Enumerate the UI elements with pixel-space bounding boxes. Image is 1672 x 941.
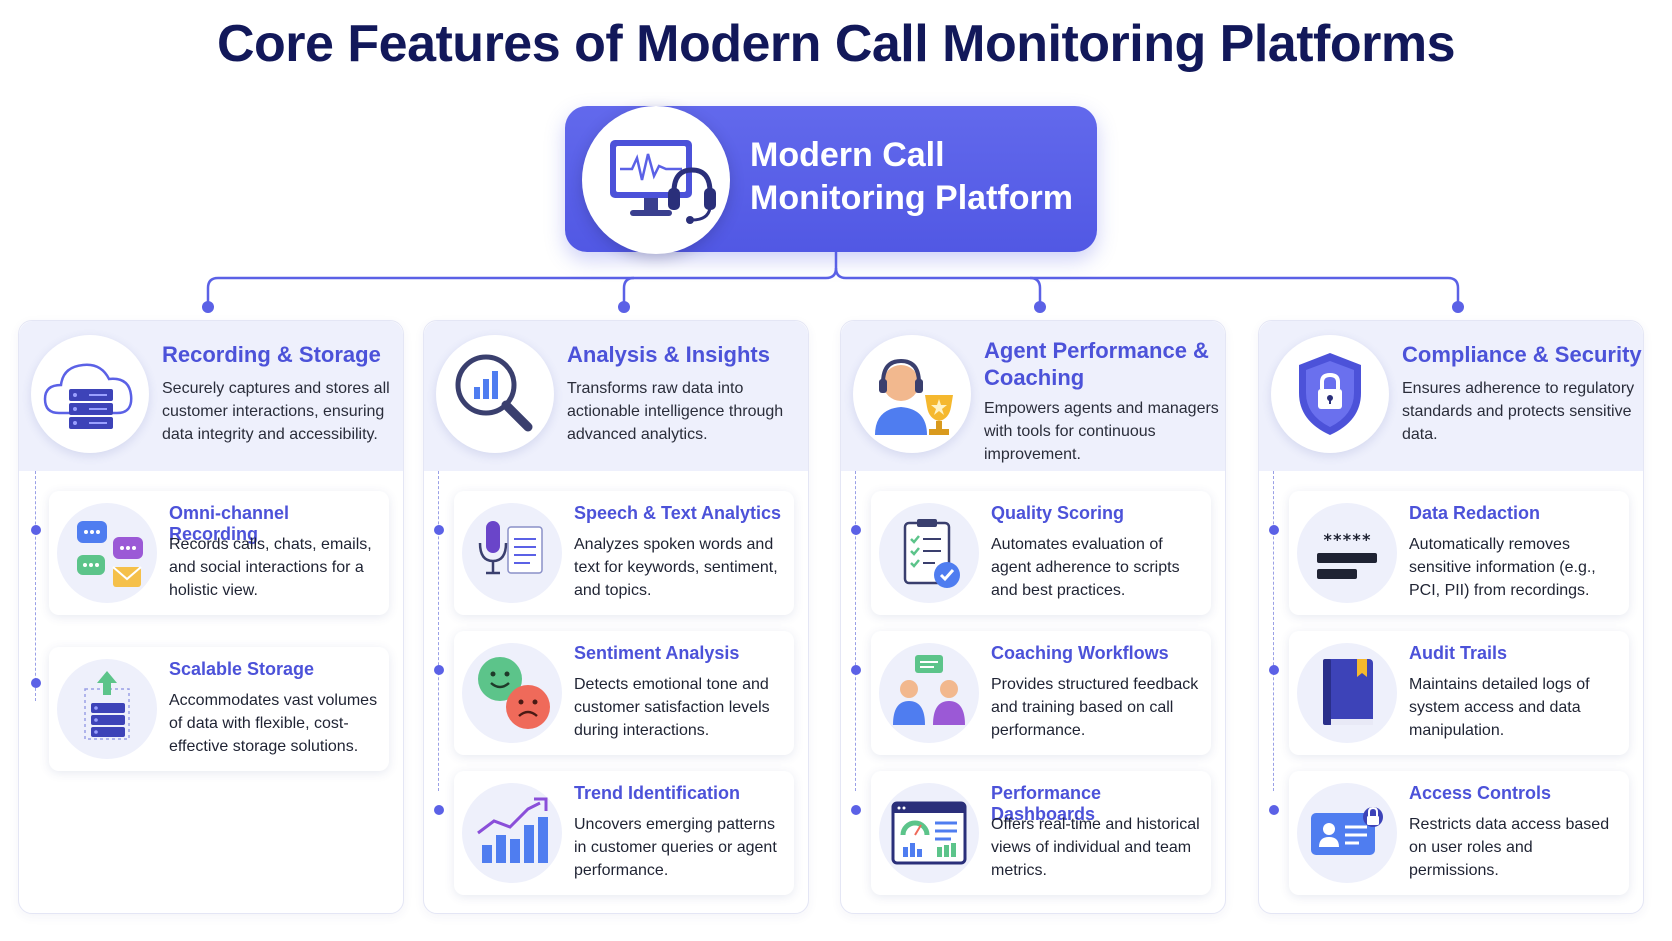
card-description: Automatically removes sensitive informat… [1409, 536, 1596, 599]
column-title: Analysis & Insights [567, 342, 770, 367]
chat-bubbles-icon [57, 503, 157, 603]
card-dot [1269, 665, 1279, 675]
column-description: Transforms raw data into actionable inte… [567, 380, 784, 443]
column-description: Securely captures and stores all custome… [162, 380, 390, 443]
checklist-clipboard-icon [879, 503, 979, 603]
card-dot [434, 805, 444, 815]
feature-card-coaching-workflows[interactable]: Coaching Workflows Provides structured f… [871, 631, 1211, 755]
hub-node: Modern Call Monitoring Platform [565, 106, 1097, 254]
feature-card-trend-identification[interactable]: Trend Identification Uncovers emerging p… [454, 771, 794, 895]
card-title: Scalable Storage [169, 659, 315, 679]
shield-lock-icon [1271, 335, 1389, 453]
column-description: Ensures adherence to regulatory standard… [1402, 380, 1635, 443]
card-dot [31, 678, 41, 688]
feature-card-omni-channel-recording[interactable]: Omni-channel Recording Records calls, ch… [49, 491, 389, 615]
card-description: Accommodates vast volumes of data with f… [169, 692, 378, 755]
feature-card-data-redaction[interactable]: ***** Data Redaction Automatically remov… [1289, 491, 1629, 615]
column-header: Agent Performance & Coaching Empowers ag… [841, 321, 1225, 471]
card-title: Sentiment Analysis [574, 643, 740, 663]
redaction-mask: ***** [1323, 530, 1371, 549]
card-description: Records calls, chats, emails, and social… [169, 536, 372, 599]
card-dot [31, 525, 41, 535]
monitor-headset-icon [582, 106, 730, 254]
magnifier-chart-icon [436, 335, 554, 453]
feature-card-scalable-storage[interactable]: Scalable Storage Accommodates vast volum… [49, 647, 389, 771]
column-agent-performance-coaching: Agent Performance & Coaching Empowers ag… [840, 320, 1226, 914]
agent-trophy-icon [853, 335, 971, 453]
card-dot [851, 805, 861, 815]
feature-card-speech-text-analytics[interactable]: Speech & Text Analytics Analyzes spoken … [454, 491, 794, 615]
column-description: Empowers agents and managers with tools … [984, 400, 1219, 463]
column-connector [855, 471, 856, 791]
card-dot [434, 525, 444, 535]
log-book-icon [1297, 643, 1397, 743]
feature-card-audit-trails[interactable]: Audit Trails Maintains detailed logs of … [1289, 631, 1629, 755]
card-title: Quality Scoring [991, 503, 1125, 523]
column-header: Compliance & Security Ensures adherence … [1259, 321, 1643, 471]
feature-card-performance-dashboards[interactable]: Performance Dashboards Offers real-time … [871, 771, 1211, 895]
card-description: Automates evaluation of agent adherence … [991, 536, 1180, 599]
hub-title-line2: Monitoring Platform [750, 179, 1073, 217]
smiley-faces-icon [462, 643, 562, 743]
card-description: Analyzes spoken words and text for keywo… [574, 536, 778, 599]
card-dot [1269, 525, 1279, 535]
card-dot [434, 665, 444, 675]
card-description: Detects emotional tone and customer sati… [574, 676, 770, 739]
column-compliance-security: Compliance & Security Ensures adherence … [1258, 320, 1644, 914]
card-description: Provides structured feedback and trainin… [991, 676, 1199, 739]
card-title: Speech & Text Analytics [574, 503, 782, 523]
column-connector [1273, 471, 1274, 791]
server-upload-icon [57, 659, 157, 759]
card-title: Trend Identification [574, 783, 741, 803]
card-dot [1269, 805, 1279, 815]
card-title: Audit Trails [1409, 643, 1508, 663]
column-header: Analysis & Insights Transforms raw data … [424, 321, 808, 471]
card-title: Access Controls [1409, 783, 1552, 803]
card-description: Maintains detailed logs of system access… [1409, 676, 1590, 739]
feature-card-sentiment-analysis[interactable]: Sentiment Analysis Detects emotional ton… [454, 631, 794, 755]
card-title: Coaching Workflows [991, 643, 1169, 663]
cloud-server-icon [31, 335, 149, 453]
redaction-icon: ***** [1297, 503, 1397, 603]
trend-chart-icon [462, 783, 562, 883]
column-header: Recording & Storage Securely captures an… [19, 321, 403, 471]
column-recording-storage: Recording & Storage Securely captures an… [18, 320, 404, 914]
coaching-people-icon [879, 643, 979, 743]
dashboard-icon [879, 783, 979, 883]
column-title: Recording & Storage [162, 342, 381, 367]
microphone-document-icon [462, 503, 562, 603]
hub-title: Modern Call Monitoring Platform [750, 134, 1073, 220]
column-title: Agent Performance & Coaching [984, 338, 1209, 390]
column-analysis-insights: Analysis & Insights Transforms raw data … [423, 320, 809, 914]
feature-card-quality-scoring[interactable]: Quality Scoring Automates evaluation of … [871, 491, 1211, 615]
card-description: Restricts data access based on user role… [1409, 816, 1610, 879]
id-card-lock-icon [1297, 783, 1397, 883]
card-title: Data Redaction [1409, 503, 1541, 523]
card-dot [851, 525, 861, 535]
card-description: Offers real-time and historical views of… [991, 816, 1200, 879]
column-connector [35, 471, 36, 701]
column-title: Compliance & Security [1402, 342, 1642, 367]
hub-title-line1: Modern Call [750, 136, 945, 174]
card-description: Uncovers emerging patterns in customer q… [574, 816, 777, 879]
feature-card-access-controls[interactable]: Access Controls Restricts data access ba… [1289, 771, 1629, 895]
card-title: Performance Dashboards [991, 783, 1102, 824]
column-connector [438, 471, 439, 791]
card-title: Omni-channel Recording [169, 503, 290, 544]
page-title: Core Features of Modern Call Monitoring … [216, 15, 1456, 73]
card-dot [851, 665, 861, 675]
